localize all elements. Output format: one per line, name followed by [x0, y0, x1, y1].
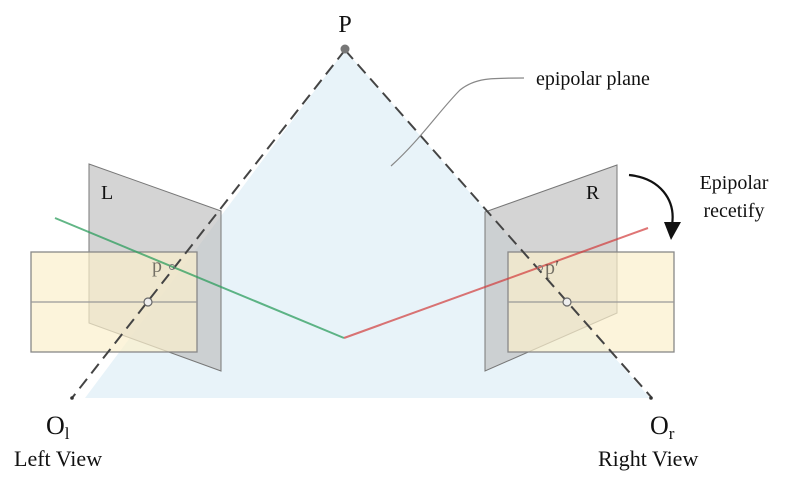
point-P-marker — [340, 44, 350, 54]
rectify-label-line1: Epipolar — [700, 172, 769, 194]
origin-left-marker — [70, 396, 74, 400]
epipolar-plane-leader — [390, 77, 525, 167]
rectify-arrow-curve — [628, 173, 674, 226]
right-plane-label: R — [586, 182, 600, 204]
origin-left-subscript: l — [65, 424, 70, 443]
left-projection-marker — [169, 264, 175, 270]
left-epipolar-line — [54, 217, 345, 339]
origin-right-letter: O — [650, 411, 669, 440]
right-view-label: Right View — [598, 446, 698, 471]
origin-left-label: Ol — [46, 411, 70, 443]
rectify-label-line2: recetify — [703, 200, 764, 222]
ray-P-to-Ol — [71, 49, 346, 399]
origin-right-marker — [649, 396, 653, 400]
left-point-label: p — [152, 255, 162, 277]
epipolar-plane-label: epipolar plane — [536, 68, 650, 90]
right-projection-marker — [537, 265, 543, 271]
origin-left-letter: O — [46, 411, 65, 440]
origin-right-subscript: r — [669, 424, 675, 443]
ray-P-to-Or — [344, 49, 653, 399]
left-view-label: Left View — [14, 446, 102, 471]
left-plane-label: L — [101, 182, 113, 204]
right-principal-point — [562, 297, 572, 307]
point-P-label: P — [338, 12, 351, 38]
rectify-arrow-head — [664, 222, 681, 240]
left-principal-point — [143, 297, 153, 307]
origin-right-label: Or — [650, 411, 675, 443]
right-epipolar-line — [343, 227, 649, 339]
right-point-label: p′ — [545, 257, 559, 279]
